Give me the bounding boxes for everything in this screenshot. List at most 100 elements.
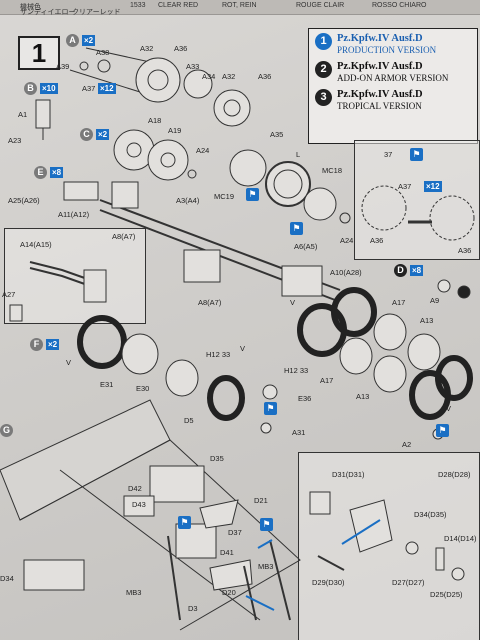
part-label: A36	[174, 44, 188, 53]
part-label: A39	[56, 62, 70, 71]
quantity-badge: ×10	[40, 83, 58, 94]
version-number: 1	[315, 33, 332, 50]
part-label: L	[296, 150, 301, 159]
part-label: D5	[184, 416, 194, 425]
part-label: A13	[420, 316, 434, 325]
part-label: A23	[8, 136, 22, 145]
part-label: V	[66, 358, 72, 367]
version-item: 2 Pz.Kpfw.IV Ausf.D ADD-ON ARMOR VERSION	[315, 61, 471, 83]
part-label: A3(A4)	[176, 196, 200, 205]
part-label: D37	[228, 528, 242, 537]
header-cell: 1533	[130, 2, 146, 9]
quantity-badge: ×8	[410, 265, 424, 276]
version-legend: 1 Pz.Kpfw.IV Ausf.D PRODUCTION VERSION 2…	[308, 28, 478, 144]
part-label: A2	[402, 440, 412, 449]
part-label: D34(D35)	[414, 510, 447, 519]
version-subtitle: TROPICAL VERSION	[337, 101, 422, 111]
part-label: E31	[100, 380, 114, 389]
part-label: D31(D31)	[332, 470, 365, 479]
part-label: V	[290, 298, 296, 307]
header-cell: CLEAR RED	[158, 2, 199, 9]
part-label: D27(D27)	[392, 578, 425, 587]
quantity-badge: ×2	[82, 35, 96, 46]
part-label: A24	[340, 236, 354, 245]
header-cell: ROSSO CHIARO	[372, 2, 427, 9]
version-title: Pz.Kpfw.IV Ausf.D	[337, 61, 423, 72]
part-label: A37	[398, 182, 412, 191]
version-icon: ⚑	[436, 424, 449, 437]
part-label: A6(A5)	[294, 242, 318, 251]
part-label: E30	[136, 384, 150, 393]
part-label: D3	[188, 604, 198, 613]
part-label: D20	[222, 588, 236, 597]
quantity-badge: ×12	[98, 83, 116, 94]
header-cell: 機械色	[20, 4, 41, 11]
version-title: Pz.Kpfw.IV Ausf.D	[337, 89, 423, 100]
version-title: Pz.Kpfw.IV Ausf.D	[337, 33, 423, 44]
part-label: D14(D14)	[444, 534, 477, 543]
part-label: 37	[384, 150, 393, 159]
version-icon: ⚑	[410, 148, 423, 161]
version-subtitle: PRODUCTION VERSION	[337, 45, 437, 55]
part-label: H12 33	[206, 350, 231, 359]
detail-box-idler	[298, 452, 480, 640]
part-label: A32	[140, 44, 154, 53]
part-label: MC18	[322, 166, 343, 175]
step-number: 1	[18, 36, 60, 70]
header-cell: ROT, REIN	[222, 2, 257, 9]
paint-header: 機械色 サンディイエロー クリアーレッド 1533 CLEAR RED ROT,…	[0, 0, 480, 16]
sub-step-b: B	[24, 82, 37, 95]
version-icon: ⚑	[260, 518, 273, 531]
version-icon: ⚑	[246, 188, 259, 201]
part-label: A9	[430, 296, 440, 305]
part-label: V	[240, 344, 246, 353]
part-label: A35	[270, 130, 284, 139]
sub-step-g: G	[0, 424, 13, 437]
header-cell: クリアーレッド	[72, 9, 121, 16]
part-label: MB3	[258, 562, 274, 571]
version-icon: ⚑	[264, 402, 277, 415]
part-label: A36	[258, 72, 272, 81]
part-label: E36	[298, 394, 312, 403]
part-label: A10(A28)	[330, 268, 362, 277]
part-label: D43	[132, 500, 146, 509]
part-label: A33	[186, 62, 200, 71]
quantity-badge: ×12	[424, 181, 442, 192]
part-label: D41	[220, 548, 234, 557]
part-label: A34	[202, 72, 216, 81]
part-label: MC19	[214, 192, 235, 201]
version-item: 1 Pz.Kpfw.IV Ausf.D PRODUCTION VERSION	[315, 33, 471, 55]
part-label: D42	[128, 484, 142, 493]
version-number: 2	[315, 61, 332, 78]
version-icon: ⚑	[178, 516, 191, 529]
part-label: D25(D25)	[430, 590, 463, 599]
quantity-badge: ×2	[46, 339, 60, 350]
part-label: A8(A7)	[198, 298, 222, 307]
header-cell: ROUGE CLAIR	[296, 2, 345, 9]
part-label: D21	[254, 496, 268, 505]
part-label: D35	[210, 454, 224, 463]
part-label: D34	[0, 574, 14, 583]
part-label: A31	[292, 428, 306, 437]
part-label: A13	[356, 392, 370, 401]
part-label: A24	[196, 146, 210, 155]
part-label: A14(A15)	[20, 240, 52, 249]
part-label: D28(D28)	[438, 470, 471, 479]
quantity-badge: ×2	[96, 129, 110, 140]
header-cell: サンディイエロー	[20, 9, 76, 16]
version-number: 3	[315, 89, 332, 106]
part-label: D29(D30)	[312, 578, 345, 587]
part-label: A32	[222, 72, 236, 81]
part-label: A11(A12)	[58, 210, 90, 219]
part-label: MB3	[126, 588, 142, 597]
part-label: A19	[168, 126, 182, 135]
sub-step-a: A	[66, 34, 79, 47]
version-icon: ⚑	[290, 222, 303, 235]
version-item: 3 Pz.Kpfw.IV Ausf.D TROPICAL VERSION	[315, 89, 471, 111]
sub-step-f: F	[30, 338, 43, 351]
quantity-badge: ×8	[50, 167, 64, 178]
part-label: A38	[96, 48, 110, 57]
sub-step-e: E	[34, 166, 47, 179]
